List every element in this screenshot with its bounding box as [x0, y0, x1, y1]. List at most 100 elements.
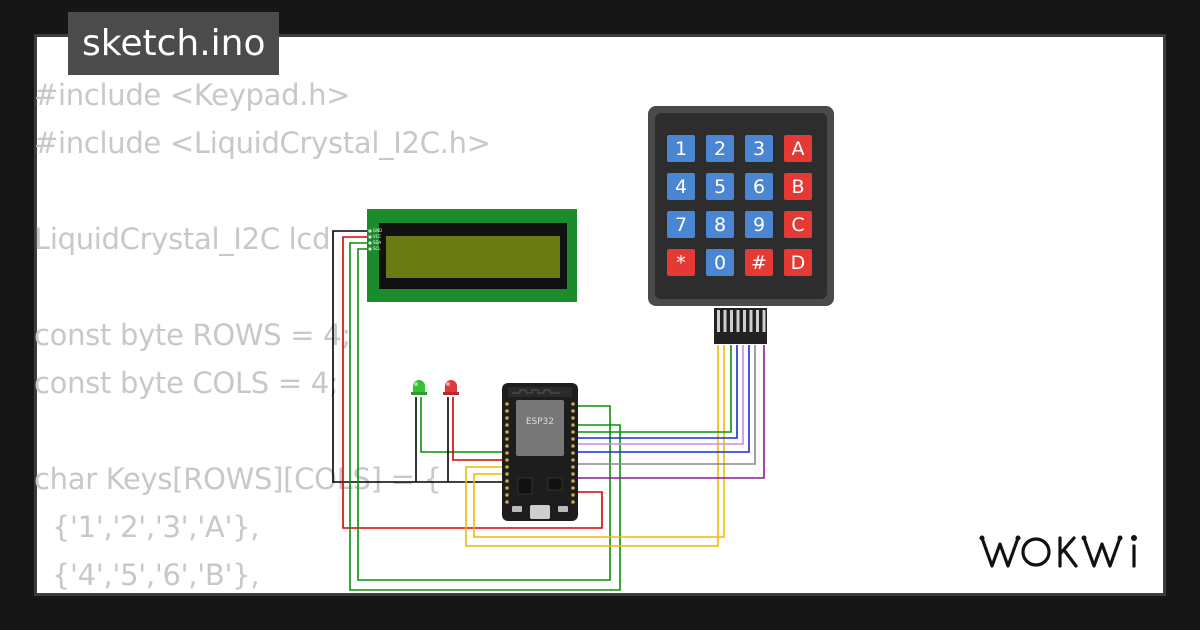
keypad-pin — [736, 310, 740, 332]
esp32-pin — [505, 430, 509, 434]
esp32-pin — [571, 486, 575, 490]
esp32-pin — [505, 409, 509, 413]
esp32-pin — [505, 465, 509, 469]
code-line: #include <LiquidCrystal_I2C.h> — [34, 126, 491, 160]
keypad-key-label: 2 — [714, 138, 726, 160]
wire-lcd-scl-green — [357, 248, 611, 581]
led-green[interactable] — [411, 380, 427, 395]
keypad-pin — [756, 310, 759, 332]
keypad-key-label: 7 — [675, 214, 687, 236]
keypad-key-C[interactable]: C — [784, 211, 812, 238]
esp32-pin — [571, 409, 575, 413]
keypad-key-label: 3 — [753, 138, 765, 160]
esp32-pin — [571, 423, 575, 427]
keypad-key-*[interactable]: * — [667, 249, 695, 276]
keypad-pin — [717, 310, 720, 332]
keypad-key-label: A — [792, 138, 805, 160]
preview-card — [34, 34, 1166, 596]
keypad-key-8[interactable]: 8 — [706, 211, 734, 238]
keypad-key-5[interactable]: 5 — [706, 173, 734, 200]
wire-led-red-anode — [452, 397, 504, 461]
wire-kp-1 — [465, 345, 719, 547]
esp32-pin — [571, 402, 575, 406]
code-line: {'4','5','6','B'}, — [34, 558, 260, 592]
keypad-key-6[interactable]: 6 — [745, 173, 773, 200]
esp32-pin — [505, 402, 509, 406]
lcd-screen — [386, 236, 560, 278]
code-background: #include <Keypad.h>#include <LiquidCryst… — [34, 71, 491, 599]
lcd-pin-label: SCL — [373, 246, 381, 251]
esp32-antenna — [508, 387, 572, 397]
keypad-key-B[interactable]: B — [784, 173, 812, 200]
esp32-pin — [571, 465, 575, 469]
keypad-key-4[interactable]: 4 — [667, 173, 695, 200]
keypad-key-label: 4 — [675, 176, 687, 198]
keypad-pin — [723, 310, 727, 332]
code-line: {'1','2','3','A'}, — [34, 510, 260, 544]
esp32-pin — [571, 500, 575, 504]
esp32-board[interactable]: ESP32 — [502, 383, 578, 521]
keypad-pin — [749, 310, 753, 332]
esp32-pin — [505, 458, 509, 462]
esp32-pin — [571, 472, 575, 476]
esp32-pin — [505, 472, 509, 476]
esp32-chip-label: ESP32 — [526, 417, 554, 427]
esp32-pin — [505, 479, 509, 483]
wire-kp-3 — [576, 345, 732, 433]
lcd-display[interactable]: GND VCC SDA SCL — [367, 209, 577, 302]
esp32-pin — [505, 444, 509, 448]
lcd-pin-label: SDA — [373, 240, 382, 245]
led-red[interactable] — [443, 380, 459, 395]
keypad-key-#[interactable]: # — [745, 249, 773, 276]
wire-kp-7 — [576, 345, 756, 465]
esp32-pins — [505, 402, 575, 504]
wire-led-green-anode — [420, 397, 504, 453]
esp32-pin — [505, 437, 509, 441]
keypad-connector — [714, 308, 767, 344]
keypad-key-label: D — [791, 252, 806, 274]
wire-kp-4 — [576, 345, 738, 439]
esp32-usb-chip — [547, 477, 563, 491]
esp32-usb-port — [530, 505, 550, 519]
esp32-pin — [571, 416, 575, 420]
esp32-pin — [505, 500, 509, 504]
esp32-pin — [571, 430, 575, 434]
wire-lcd-sda-green — [349, 242, 621, 591]
esp32-pin — [505, 451, 509, 455]
wokwi-logo — [979, 535, 1137, 568]
keypad-key-label: # — [751, 252, 767, 274]
keypad-key-2[interactable]: 2 — [706, 135, 734, 162]
keypad-key-label: * — [676, 252, 686, 274]
wire-kp-5 — [576, 345, 744, 445]
esp32-button-en[interactable] — [512, 506, 522, 512]
wire-lcd-vcc-red — [342, 236, 603, 529]
wire-kp-8 — [576, 345, 765, 479]
lcd-pin-label: GND — [373, 228, 382, 233]
esp32-pin — [505, 423, 509, 427]
code-line: const byte ROWS = 4; — [34, 318, 351, 352]
esp32-pin — [571, 479, 575, 483]
keypad-pins — [717, 310, 766, 332]
keypad-key-7[interactable]: 7 — [667, 211, 695, 238]
esp32-pin — [571, 451, 575, 455]
esp32-pin — [571, 493, 575, 497]
esp32-pin — [571, 458, 575, 462]
keypad-key-3[interactable]: 3 — [745, 135, 773, 162]
keypad-pin — [730, 310, 733, 332]
esp32-pin — [505, 486, 509, 490]
keypad-key-D[interactable]: D — [784, 249, 812, 276]
esp32-pin — [505, 416, 509, 420]
wires — [332, 230, 765, 591]
keypad-key-label: 1 — [675, 138, 687, 160]
keypad-key-1[interactable]: 1 — [667, 135, 695, 162]
file-tab-sketch[interactable]: sketch.ino — [68, 12, 280, 75]
wire-kp-2 — [473, 345, 725, 538]
keypad-key-0[interactable]: 0 — [706, 249, 734, 276]
esp32-button-boot[interactable] — [558, 506, 568, 512]
esp32-pin — [505, 493, 509, 497]
keypad-key-A[interactable]: A — [784, 135, 812, 162]
esp32-pin — [571, 437, 575, 441]
keypad-key-9[interactable]: 9 — [745, 211, 773, 238]
